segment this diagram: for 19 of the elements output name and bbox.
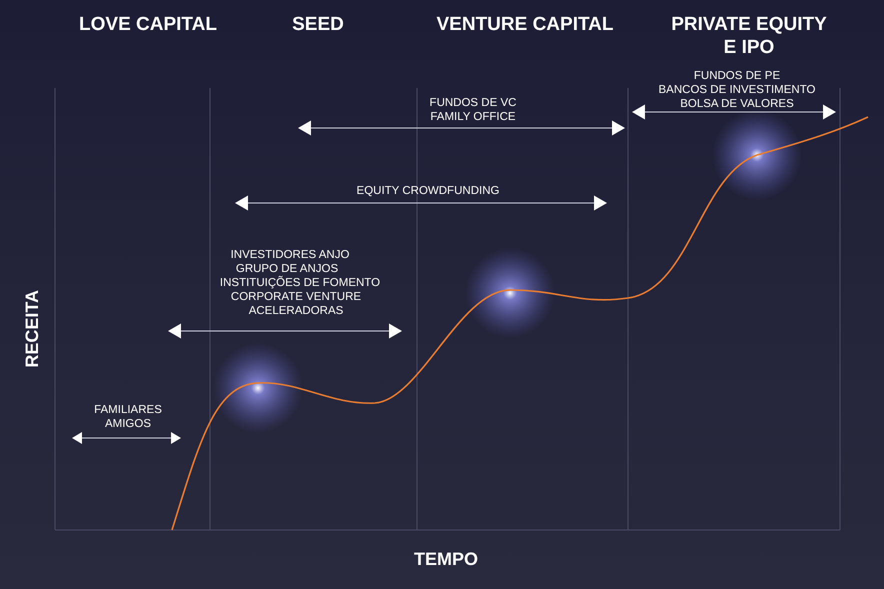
investor-type: FAMILIARES [94,403,162,417]
investor-type: ACELERADORAS [248,304,344,318]
axis-label: RECEITA [22,290,43,368]
investor-type: INSTITUIÇÕES DE FOMENTO [220,276,380,290]
investor-type: FAMILY OFFICE [430,110,516,124]
axis-label: TEMPO [414,549,478,570]
investor-type: GRUPO DE ANJOS [236,262,338,276]
investor-type: FUNDOS DE PE [694,69,780,83]
stage-heading: VENTURE CAPITAL [436,13,614,36]
investor-type: AMIGOS [105,417,151,431]
stage-heading: LOVE CAPITAL [79,13,217,36]
investor-type: FUNDOS DE VC [430,96,516,110]
investor-type: INVESTIDORES ANJO [230,248,350,262]
investor-type: BOLSA DE VALORES [680,97,794,111]
investor-type: BANCOS DE INVESTIMENTO [658,83,816,97]
stage-heading: PRIVATE EQUITY E IPO [670,13,828,59]
investor-type: CORPORATE VENTURE [230,290,362,304]
stage-heading: SEED [292,13,344,36]
investor-type: EQUITY CROWDFUNDING [356,184,500,198]
